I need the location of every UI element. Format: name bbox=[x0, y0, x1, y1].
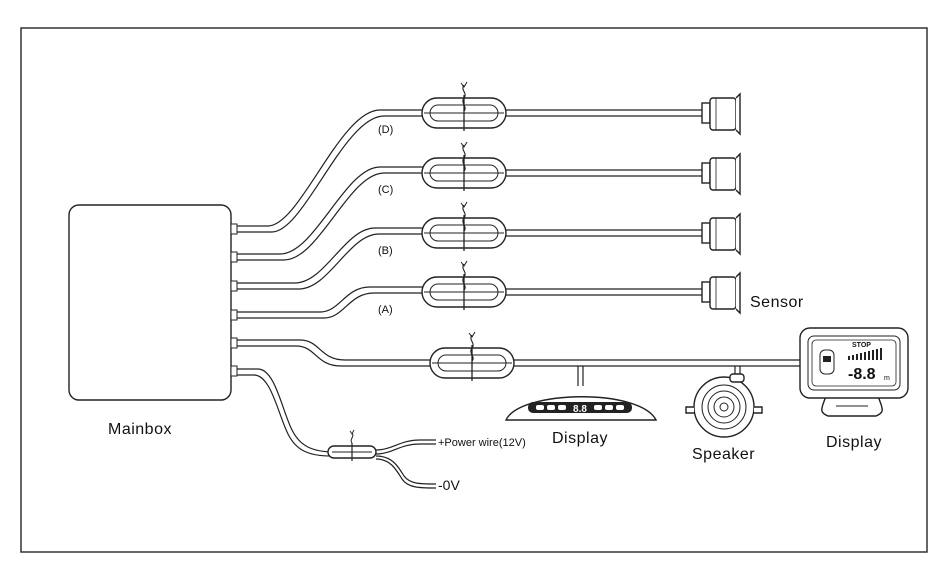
wire-clips bbox=[421, 81, 515, 381]
car-icon bbox=[819, 349, 835, 375]
bar-display: 8.8 bbox=[504, 366, 658, 421]
channel-label-c: (C) bbox=[378, 184, 393, 196]
mainbox bbox=[68, 204, 238, 401]
speaker bbox=[685, 366, 763, 438]
power-wire-label: +Power wire(12V) bbox=[438, 437, 526, 449]
sensors bbox=[701, 92, 741, 315]
speaker-label: Speaker bbox=[692, 446, 755, 463]
bar-display-label: Display bbox=[552, 430, 608, 447]
channel-label-d: (D) bbox=[378, 124, 393, 136]
lcd-stop-text: STOP bbox=[852, 342, 871, 349]
lcd-digits: -8.8 bbox=[848, 366, 876, 383]
bar-display-digits: 8.8 bbox=[573, 404, 587, 415]
sensor-a bbox=[701, 271, 741, 315]
sensor-c bbox=[701, 152, 741, 196]
lcd-display-label: Display bbox=[826, 434, 882, 451]
sensor-wires bbox=[237, 109, 800, 367]
channel-label-a: (A) bbox=[378, 304, 393, 316]
mainbox-label: Mainbox bbox=[108, 421, 172, 438]
ground-wire-label: -0V bbox=[438, 477, 460, 493]
diagram-frame bbox=[20, 27, 928, 553]
lcd-unit: m bbox=[884, 375, 890, 382]
sensor-d bbox=[701, 92, 741, 136]
power-wires bbox=[237, 368, 437, 489]
signal-bars bbox=[848, 348, 882, 360]
sensor-b bbox=[701, 212, 741, 256]
lcd-display: STOP -8.8 m bbox=[799, 327, 909, 417]
sensor-label: Sensor bbox=[750, 294, 804, 311]
channel-label-b: (B) bbox=[378, 245, 393, 257]
